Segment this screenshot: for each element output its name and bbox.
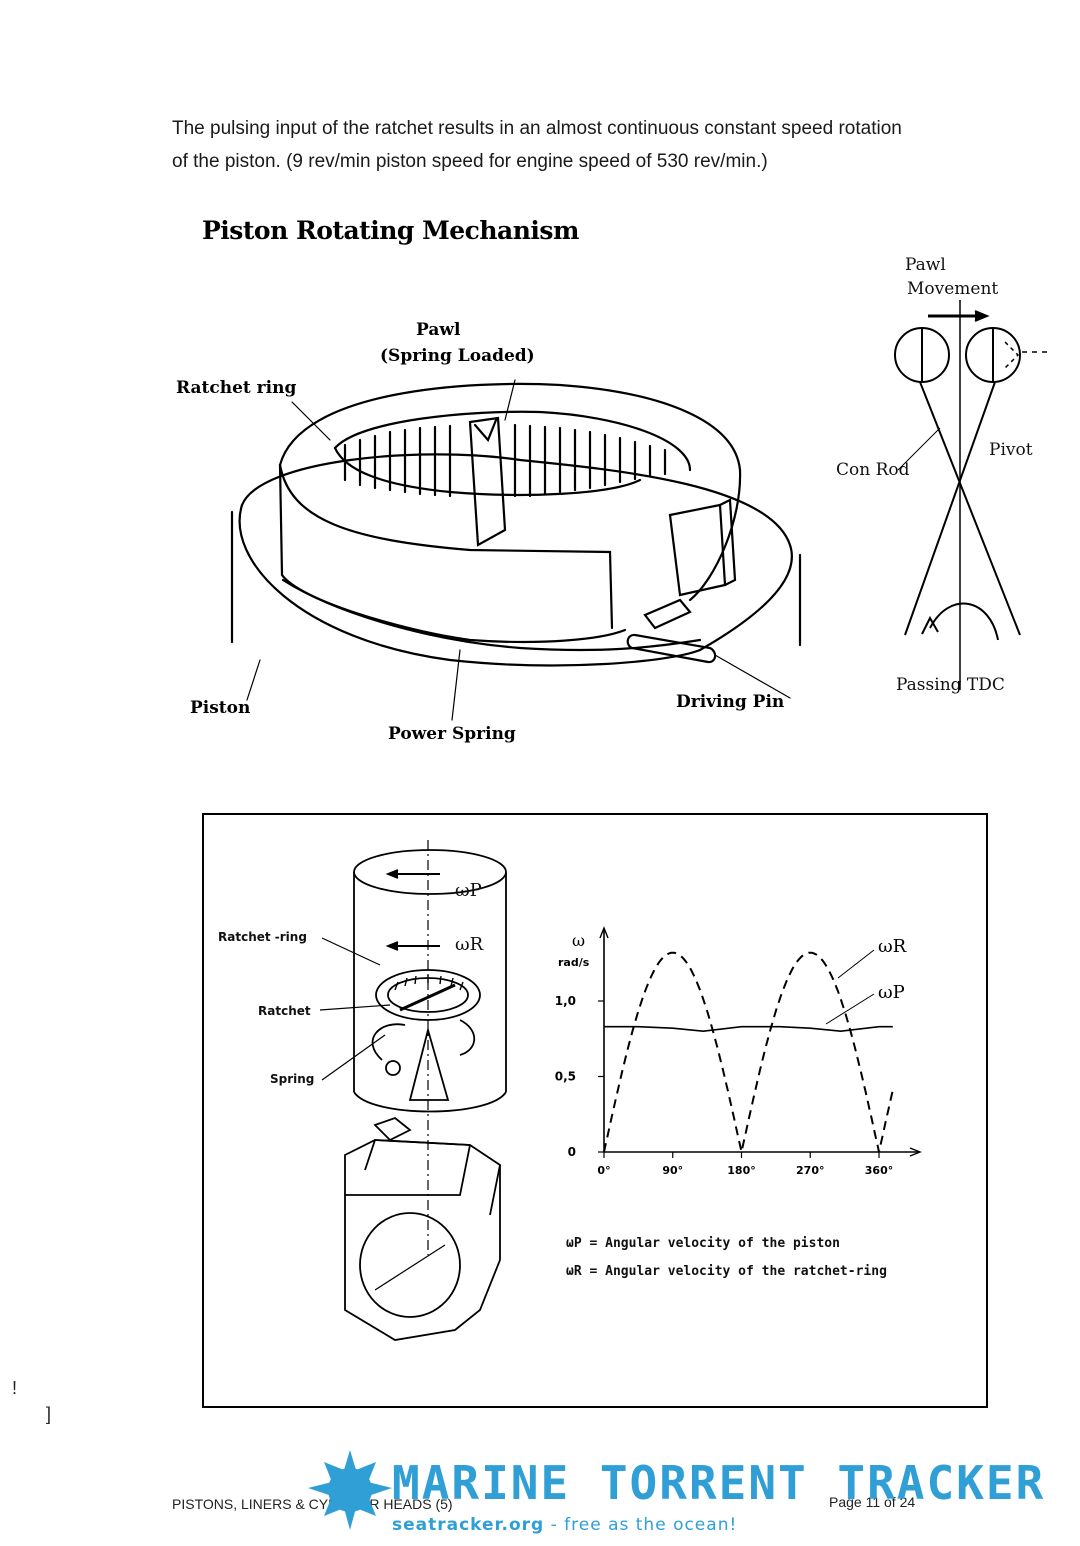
y-tick-label: 1,0 [555,994,576,1008]
y-tick-label: 0,5 [555,1070,576,1084]
series-omega-r-line [603,951,894,1153]
x-tick-label: 270° [796,1164,824,1177]
chart-labels: 0° 90° 180° 270° 360° 0 0,5 1,0 ω rad/s ωR ωP [555,931,907,1177]
watermark-site: seatracker.org [392,1515,545,1535]
label-ratchet-small: Ratchet [258,1004,311,1018]
label-driving-pin: Driving Pin [676,692,785,712]
intro-line-2: of the piston. (9 rev/min piston speed f… [172,151,768,172]
x-axis-arrow [909,1147,922,1157]
pawl-con-rod-diagram [894,300,1048,690]
legend-piston-velocity: ωP = Angular velocity of the piston [566,1236,840,1251]
label-piston: Piston [190,698,251,718]
chart-axes [598,926,922,1158]
label-passing-tdc: Passing TDC [896,675,1005,695]
piston-omega-label: ωP [455,880,482,901]
intro-paragraph: The pulsing input of the ratchet results… [172,112,1052,178]
label-power-spring: Power Spring [388,724,516,744]
legend-ratchet-velocity: ωR = Angular velocity of the ratchet-rin… [566,1264,887,1279]
label-spring-loaded: (Spring Loaded) [380,346,535,366]
label-pivot: Pivot [989,440,1033,460]
label-pawl-movement-1: Pawl [905,255,946,275]
footer-document-title: PISTONS, LINERS & CYLINDER HEADS (5) [172,1496,453,1512]
series-leader-omega-p [825,993,875,1025]
y-axis-arrow [599,926,609,939]
label-con-rod: Con Rod [836,460,910,480]
watermark-tagline: - free as the ocean! [544,1515,738,1535]
margin-mark: ! [12,1378,18,1398]
footer-page-number: Page 11 of 24 [829,1494,916,1510]
mechanism-illustration [230,300,1048,721]
margin-bracket: ] [46,1404,52,1424]
y-tick-label: 0 [568,1145,576,1159]
label-pawl: Pawl [416,320,461,340]
label-ratchet-ring-small: Ratchet -ring [218,930,307,944]
y-axis-unit: rad/s [558,956,590,969]
figure-frame [202,813,988,1408]
section-heading: Piston Rotating Mechanism [202,216,579,245]
label-ratchet-ring: Ratchet ring [176,378,297,398]
label-spring-small: Spring [270,1072,315,1086]
x-tick-label: 90° [662,1164,683,1177]
x-tick-label: 180° [727,1164,755,1177]
series-label-omega-p: ωP [878,982,905,1003]
series-label-omega-r: ωR [878,936,907,957]
chart-series [603,951,894,1153]
watermark-subtitle: seatracker.org - free as the ocean! [392,1515,737,1535]
watermark-title: MARINE TORRENT TRACKER [392,1456,1046,1510]
x-tick-label: 0° [597,1164,610,1177]
y-axis-label: ω [572,931,585,950]
intro-line-1: The pulsing input of the ratchet results… [172,118,902,139]
series-leader-omega-r [837,949,875,979]
x-tick-label: 360° [865,1164,893,1177]
ring-omega-label: ωR [455,934,484,955]
label-pawl-movement-2: Movement [907,279,999,299]
piston-crown-drawing [230,379,802,721]
series-omega-p-line [604,1025,893,1033]
